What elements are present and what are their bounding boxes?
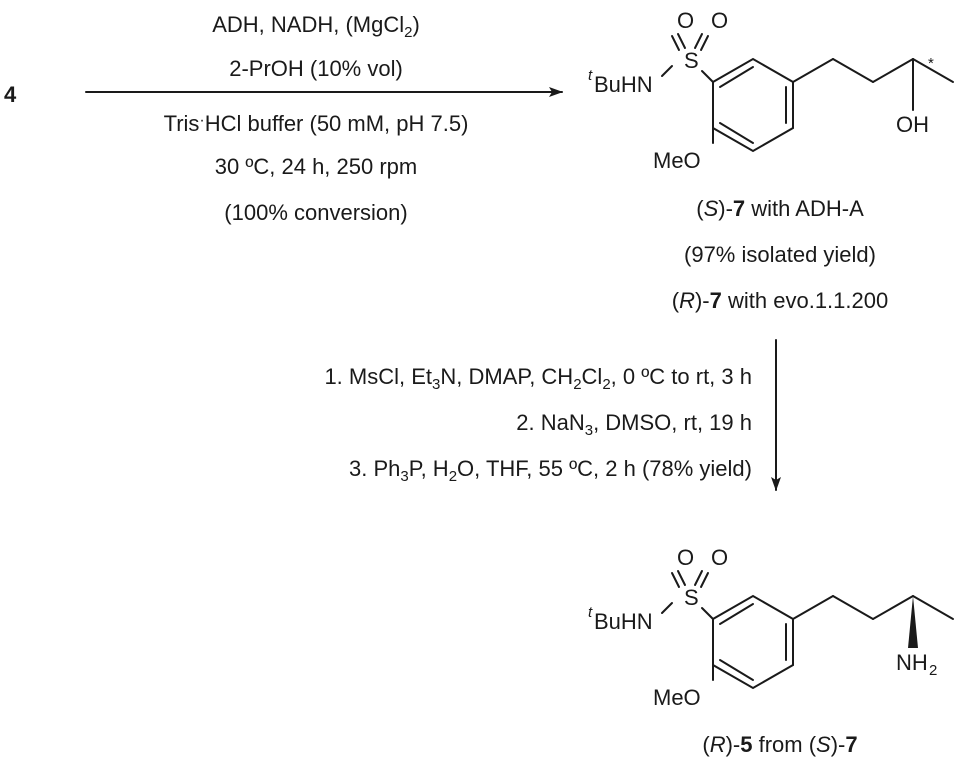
amine-label: NH [896,650,928,675]
stereo-wedge-bond [908,596,918,648]
stereocenter-star: * [928,55,934,72]
product1-caption-r: (R)-7 with evo.1.1.200 [671,288,889,313]
tbu-amine-label: BuHN [594,72,653,97]
amine-subscript: 2 [929,662,937,679]
sulfonyl-oxygen-1: O [677,545,694,570]
step2-azidation: 2. NaN3, DMSO, rt, 19 h [516,410,752,439]
step1-reagents: ADH, NADH, (MgCl2) [212,12,420,41]
product2-structure: O O S t BuHN MeO NH 2 [588,545,954,710]
sulfonyl-oxygen-2: O [711,8,728,33]
sulfonyl-oxygen-2: O [711,545,728,570]
methoxy-label: MeO [653,148,701,173]
step1-buffer: Tris·HCl buffer (50 mM, pH 7.5) [163,111,469,136]
start-compound-label: 4 [4,82,17,107]
product1-caption-s: (S)-7 with ADH-A [696,196,864,221]
product1-benzene-ring [712,57,794,153]
tert-prefix: t [588,67,593,84]
step2-mesylation: 1. MsCl, Et3N, DMAP, CH2Cl2, 0 ºC to rt,… [324,364,752,393]
product2-caption: (R)-5 from (S)-7 [702,732,858,757]
product1-structure: O O S t BuHN MeO OH * [588,8,954,173]
step1-conditions: 30 ºC, 24 h, 250 rpm [214,154,418,179]
hydroxyl-label: OH [896,112,929,137]
sulfonyl-oxygen-1: O [677,8,694,33]
sulfur-atom: S [684,585,699,610]
tert-prefix: t [588,604,593,621]
product1-yield: (97% isolated yield) [684,242,876,267]
methoxy-label: MeO [653,685,701,710]
step2-staudinger: 3. Ph3P, H2O, THF, 55 ºC, 2 h (78% yield… [349,456,752,485]
product2-benzene-ring [712,594,794,690]
step1-conversion: (100% conversion) [224,200,408,225]
step1-cosolvent: 2-PrOH (10% vol) [229,56,403,81]
tbu-amine-label: BuHN [594,609,653,634]
sulfur-atom: S [684,48,699,73]
